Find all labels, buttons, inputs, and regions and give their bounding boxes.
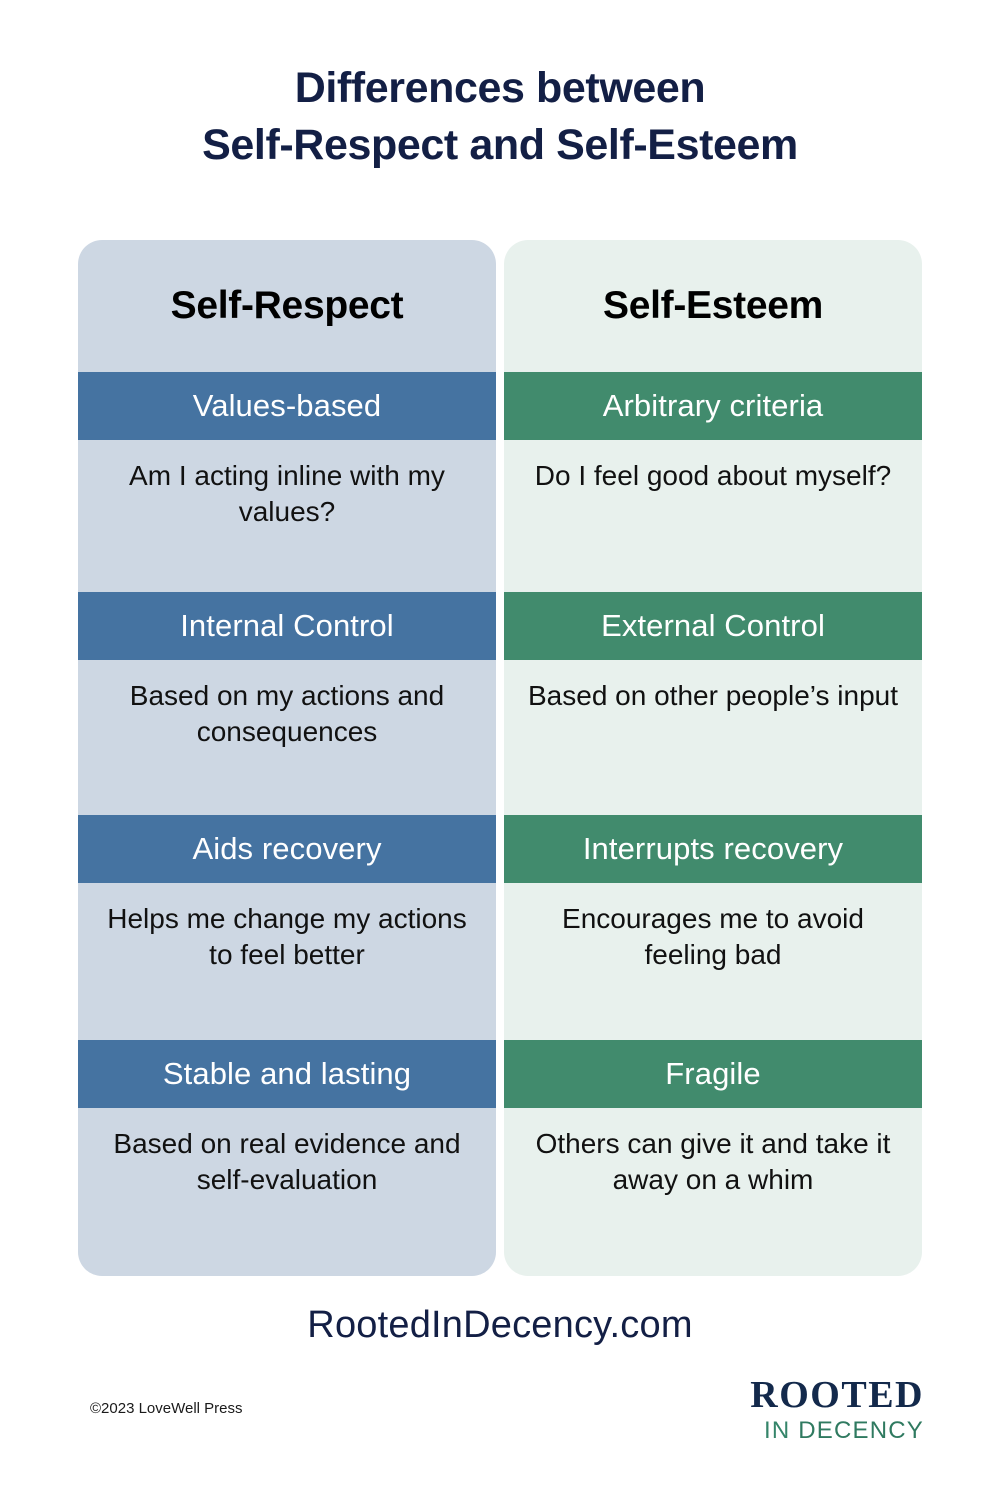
column-header-self-respect: Self-Respect — [170, 284, 404, 327]
row-body-text: Based on other people’s input — [528, 680, 898, 711]
row-body-text: Do I feel good about myself? — [534, 460, 892, 491]
row-band-label: Values-based — [78, 372, 496, 440]
column-rows-self-respect: Values-based Am I acting inline with my … — [78, 372, 496, 1276]
row-band-label: Stable and lasting — [78, 1040, 496, 1108]
comparison-row: Internal Control Based on my actions and… — [78, 592, 496, 815]
brand-logo-wordmark-bottom: IN DECENCY — [750, 1416, 924, 1446]
row-body-text: Encourages me to avoid feeling bad — [562, 903, 864, 971]
comparison-row: Fragile Others can give it and take it a… — [504, 1040, 922, 1276]
comparison-column-self-respect: Self-Respect Values-based Am I acting in… — [78, 240, 496, 1276]
column-rows-self-esteem: Arbitrary criteria Do I feel good about … — [504, 372, 922, 1276]
row-band-label: Aids recovery — [78, 815, 496, 883]
row-band-label: Arbitrary criteria — [504, 372, 922, 440]
comparison-row: Arbitrary criteria Do I feel good about … — [504, 372, 922, 592]
brand-logo: ROOTED IN DECENCY — [750, 1376, 924, 1446]
brand-logo-wordmark-top: ROOTED — [750, 1374, 924, 1416]
brand-logo-in: IN — [763, 1417, 791, 1444]
copyright-notice: ©2023 LoveWell Press — [90, 1400, 243, 1417]
row-body-text: Helps me change my actions to feel bette… — [107, 903, 467, 971]
comparison-column-self-esteem: Self-Esteem Arbitrary criteria Do I feel… — [504, 240, 922, 1276]
comparison-table: Self-Respect Values-based Am I acting in… — [78, 240, 922, 1276]
comparison-row: Stable and lasting Based on real evidenc… — [78, 1040, 496, 1276]
comparison-row: Interrupts recovery Encourages me to avo… — [504, 815, 922, 1040]
row-band-label: Interrupts recovery — [504, 815, 922, 883]
row-body-text: Based on real evidence and self-evaluati… — [113, 1128, 461, 1196]
page-title: Differences between Self-Respect and Sel… — [0, 60, 1000, 174]
page-title-line-2: Self-Respect and Self-Esteem — [202, 121, 798, 170]
row-body-text: Others can give it and take it away on a… — [535, 1128, 891, 1196]
row-body-text: Am I acting inline with my values? — [129, 460, 445, 528]
row-body-text: Based on my actions and consequences — [129, 680, 445, 748]
row-band-label: Fragile — [504, 1040, 922, 1108]
brand-logo-decency: DECENCY — [798, 1417, 924, 1444]
page-title-line-1: Differences between — [294, 64, 706, 112]
row-band-label: Internal Control — [78, 592, 496, 660]
comparison-row: Values-based Am I acting inline with my … — [78, 372, 496, 592]
comparison-row: Aids recovery Helps me change my actions… — [78, 815, 496, 1040]
site-url[interactable]: RootedInDecency.com — [307, 1304, 693, 1346]
row-band-label: External Control — [504, 592, 922, 660]
column-header-self-esteem: Self-Esteem — [603, 284, 823, 327]
comparison-row: External Control Based on other people’s… — [504, 592, 922, 815]
